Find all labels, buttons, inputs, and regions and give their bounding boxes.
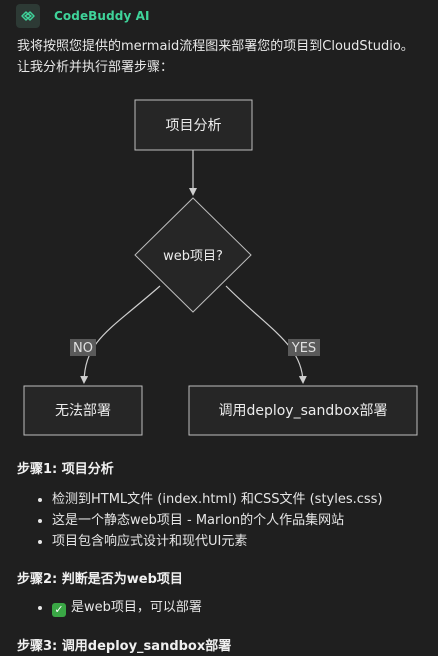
node-deploy: 调用deploy_sandbox部署 — [188, 385, 418, 436]
node-analyze-label: 项目分析 — [166, 118, 222, 134]
list-item: 检测到HTML文件 (index.html) 和CSS文件 (styles.cs… — [52, 489, 383, 510]
codebuddy-logo-icon — [16, 4, 40, 28]
intro-message: 我将按照您提供的mermaid流程图来部署您的项目到CloudStudio。让我… — [17, 39, 414, 75]
node-decision: web项目? — [134, 197, 252, 313]
deployment-flowchart: 项目分析 web项目? 无法部署 调用deploy_sandbox部署 NO Y… — [23, 99, 418, 436]
edge-label-no: NO — [70, 339, 96, 356]
step-2-list: ✓ 是web项目，可以部署 — [18, 597, 202, 618]
step-3-title: 步骤3: 调用deploy_sandbox部署 — [17, 639, 232, 654]
list-item: 项目包含响应式设计和现代UI元素 — [52, 531, 383, 552]
node-fail: 无法部署 — [23, 385, 143, 436]
list-item: ✓ 是web项目，可以部署 — [52, 597, 202, 618]
edge-label-no-text: NO — [73, 341, 93, 356]
node-fail-label: 无法部署 — [55, 403, 111, 419]
edge-decision-to-deploy — [225, 285, 307, 384]
brand-name: CodeBuddy AI — [54, 9, 150, 23]
edge-label-yes: YES — [288, 339, 320, 356]
list-item-text: 是web项目，可以部署 — [71, 600, 202, 615]
node-decision-label: web项目? — [163, 249, 223, 264]
node-deploy-label: 调用deploy_sandbox部署 — [218, 403, 387, 419]
list-item: 这是一个静态web项目 - Marlon的个人作品集网站 — [52, 510, 383, 531]
edge-decision-to-fail — [80, 285, 161, 384]
edge-label-yes-text: YES — [291, 341, 316, 356]
step-1-title: 步骤1: 项目分析 — [17, 462, 114, 477]
check-mark-icon: ✓ — [52, 603, 66, 617]
step-1-list: 检测到HTML文件 (index.html) 和CSS文件 (styles.cs… — [18, 489, 383, 552]
step-2-title: 步骤2: 判断是否为web项目 — [17, 572, 183, 587]
assistant-header: CodeBuddy AI — [16, 4, 150, 28]
node-analyze: 项目分析 — [134, 99, 253, 151]
